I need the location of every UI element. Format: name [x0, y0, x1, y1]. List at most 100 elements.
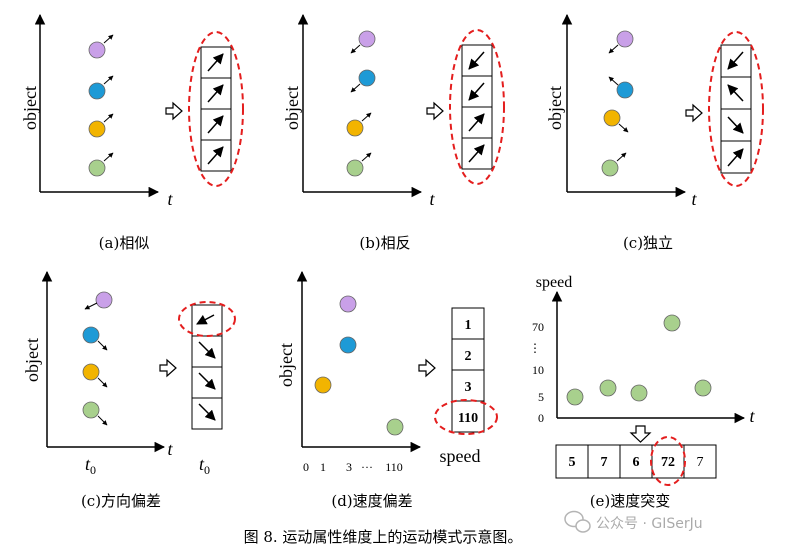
motion-arrow [350, 44, 361, 54]
motion-arrow [97, 415, 108, 426]
motion-arrow [103, 75, 114, 85]
speed-point [694, 379, 712, 397]
motion-arrow [608, 76, 619, 86]
speed-value: 2 [465, 349, 472, 364]
speed-value: 3 [465, 380, 472, 395]
panel-caption: (d)速度偏差 [331, 492, 412, 510]
x-axis-label: t [429, 189, 435, 209]
highlight-ellipse [188, 31, 244, 187]
wechat-icon [564, 510, 591, 533]
transform-arrow-icon [159, 358, 177, 378]
watermark-text: 公众号 · GISerJu [596, 516, 703, 532]
object-orange [603, 109, 621, 127]
object-blue [88, 82, 106, 100]
object-blue [82, 326, 100, 344]
y-tick-label: 5 [538, 390, 544, 404]
y-axis-label: object [20, 86, 40, 130]
highlight-ellipse [178, 301, 236, 337]
speed-value: 1 [465, 318, 472, 333]
figure-caption: 图 8. 运动属性维度上的运动模式示意图。 [244, 528, 523, 546]
speed-point [566, 388, 584, 406]
speed-point [599, 379, 617, 397]
transform-arrow-icon [629, 425, 652, 443]
x-tick-label: 1 [320, 460, 326, 474]
object-blue [358, 69, 376, 87]
direction-stack [461, 44, 493, 170]
panel-similar: object t (a)相似 [20, 13, 244, 252]
t0-label: t0 [199, 454, 210, 477]
panel-caption: (a)相似 [99, 234, 150, 252]
object-orange [82, 363, 100, 381]
x-axis-label: speed [440, 446, 481, 466]
object-orange [314, 376, 332, 394]
x-axis-label: t [691, 189, 697, 209]
speed-value: 6 [633, 455, 640, 470]
t0-label: t0 [85, 454, 96, 477]
object-green [82, 401, 100, 419]
x-tick-label: 3 [346, 460, 352, 474]
transform-arrow-icon [165, 101, 183, 121]
motion-arrow [361, 152, 372, 162]
speed-value: 7 [697, 455, 704, 470]
x-tick-label: 110 [385, 460, 403, 474]
object-orange [346, 119, 364, 137]
y-axis-label: object [276, 343, 296, 387]
speed-point [630, 384, 648, 402]
y-axis-label: object [545, 86, 565, 130]
speed-stack: 1 2 3 110 [451, 307, 485, 433]
speed-point [663, 314, 681, 332]
object-green [386, 418, 404, 436]
motion-arrow [616, 152, 627, 162]
motion-arrow [97, 340, 108, 351]
watermark: 公众号 · GISerJu [564, 510, 703, 533]
y-tick-label: ⋮ [529, 341, 541, 355]
transform-arrow-icon [426, 101, 444, 121]
speed-value: 72 [661, 455, 675, 470]
x-axis-label: t [167, 189, 173, 209]
motion-arrow [103, 113, 114, 123]
speed-value: 7 [601, 455, 608, 470]
panel-caption: (e)速度突变 [590, 492, 671, 510]
y-tick-label: 10 [532, 363, 544, 377]
motion-arrow [618, 123, 629, 133]
y-axis-label: speed [536, 274, 572, 291]
speed-row: 5 7 6 72 7 [555, 444, 717, 479]
motion-arrow [103, 34, 114, 44]
motion-arrow [97, 377, 108, 388]
panel-caption: (c)独立 [623, 234, 673, 252]
x-tick-label: 0 [303, 460, 309, 474]
direction-stack [200, 46, 232, 172]
panel-caption: (b)相反 [359, 234, 410, 252]
motion-arrow [361, 112, 372, 122]
panel-independent: object t (c)独立 [545, 13, 764, 252]
motion-arrow [350, 83, 361, 93]
object-green [88, 159, 106, 177]
object-purple [358, 30, 376, 48]
x-axis-label: t [167, 439, 173, 459]
highlight-ellipse [449, 29, 505, 185]
y-axis-label: object [22, 338, 42, 382]
object-orange [88, 120, 106, 138]
panel-speed-deviation: object speed 0 1 3 ··· 110 1 2 3 110 (d)… [276, 270, 498, 510]
object-purple [88, 41, 106, 59]
object-green [601, 159, 619, 177]
speed-value: 5 [569, 455, 576, 470]
y-tick-label: 0 [538, 411, 544, 425]
x-axis-label: t [749, 406, 755, 426]
motion-arrow [103, 152, 114, 162]
object-blue [616, 81, 634, 99]
transform-arrow-icon [418, 358, 436, 378]
y-axis-label: object [282, 86, 302, 130]
panel-speed-mutation: speed t 70 ⋮ 10 5 0 5 7 6 72 7 (e)速度突变 [529, 274, 755, 510]
y-tick-label: 70 [532, 320, 544, 334]
x-tick-label: ··· [361, 460, 373, 474]
highlight-ellipse [434, 399, 498, 435]
highlight-ellipse [708, 31, 764, 187]
object-purple [95, 291, 113, 309]
highlight-ellipse [650, 436, 686, 486]
panel-opposite: object t (b)相反 [282, 13, 505, 252]
object-purple [339, 295, 357, 313]
motion-arrow [608, 44, 619, 54]
panel-caption: (c)方向偏差 [81, 492, 161, 510]
